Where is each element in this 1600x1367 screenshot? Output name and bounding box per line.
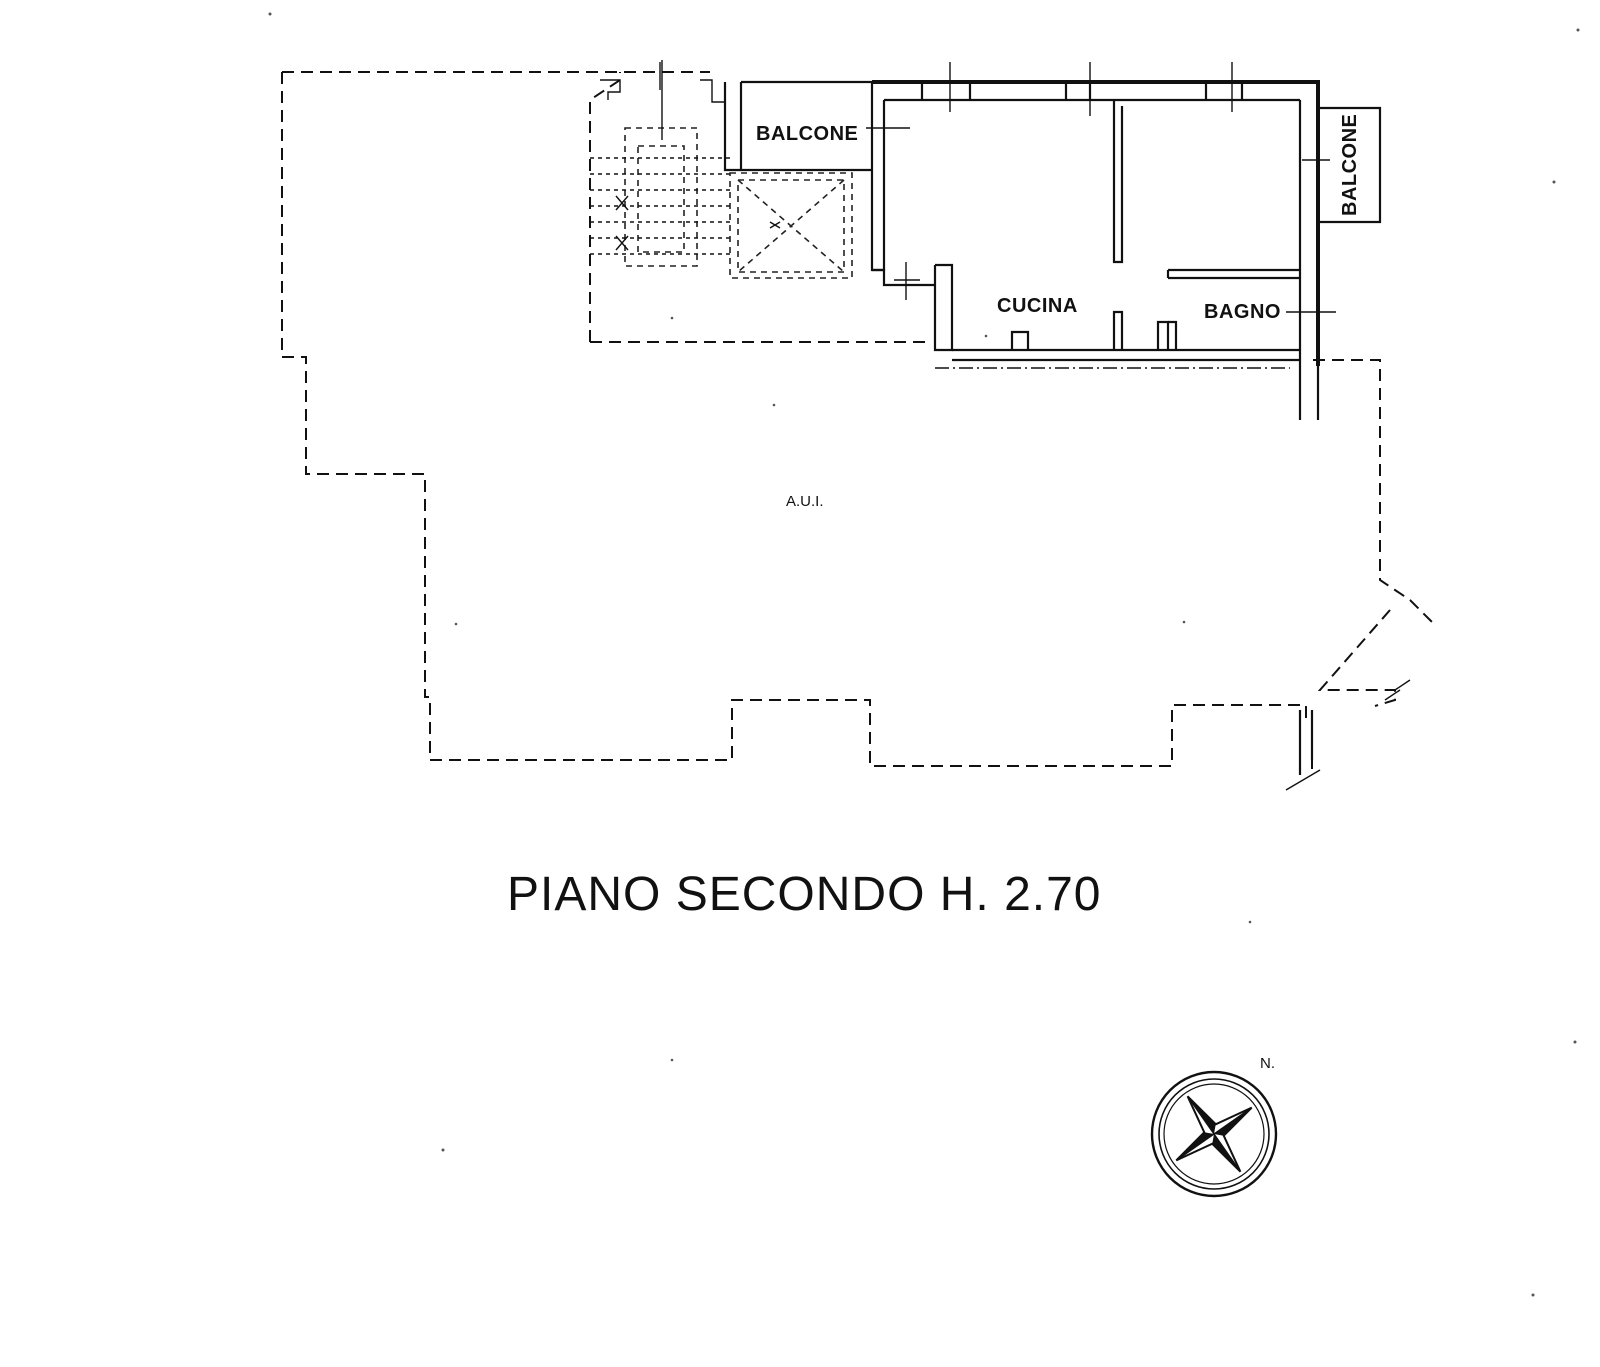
compass-north-label: N. <box>1260 1055 1275 1072</box>
aui-boundary <box>281 71 1436 775</box>
tick-marks <box>659 62 1336 313</box>
stair-core-notches <box>600 79 725 103</box>
staircase <box>590 60 730 267</box>
area-label-aui: A.U.I. <box>786 493 824 510</box>
room-label-balcone-left: BALCONE <box>756 123 858 145</box>
room-label-balcone-right: BALCONE <box>1339 114 1361 216</box>
apartment-walls <box>723 80 1411 791</box>
stair-core-outline <box>589 72 930 343</box>
compass-icon <box>1150 1070 1278 1198</box>
room-label-bagno: BAGNO <box>1204 301 1281 323</box>
room-label-cucina: CUCINA <box>997 295 1078 317</box>
scan-specks <box>268 12 1580 1297</box>
floor-title: PIANO SECONDO H. 2.70 <box>507 868 1102 921</box>
lift-shaft <box>729 172 853 279</box>
